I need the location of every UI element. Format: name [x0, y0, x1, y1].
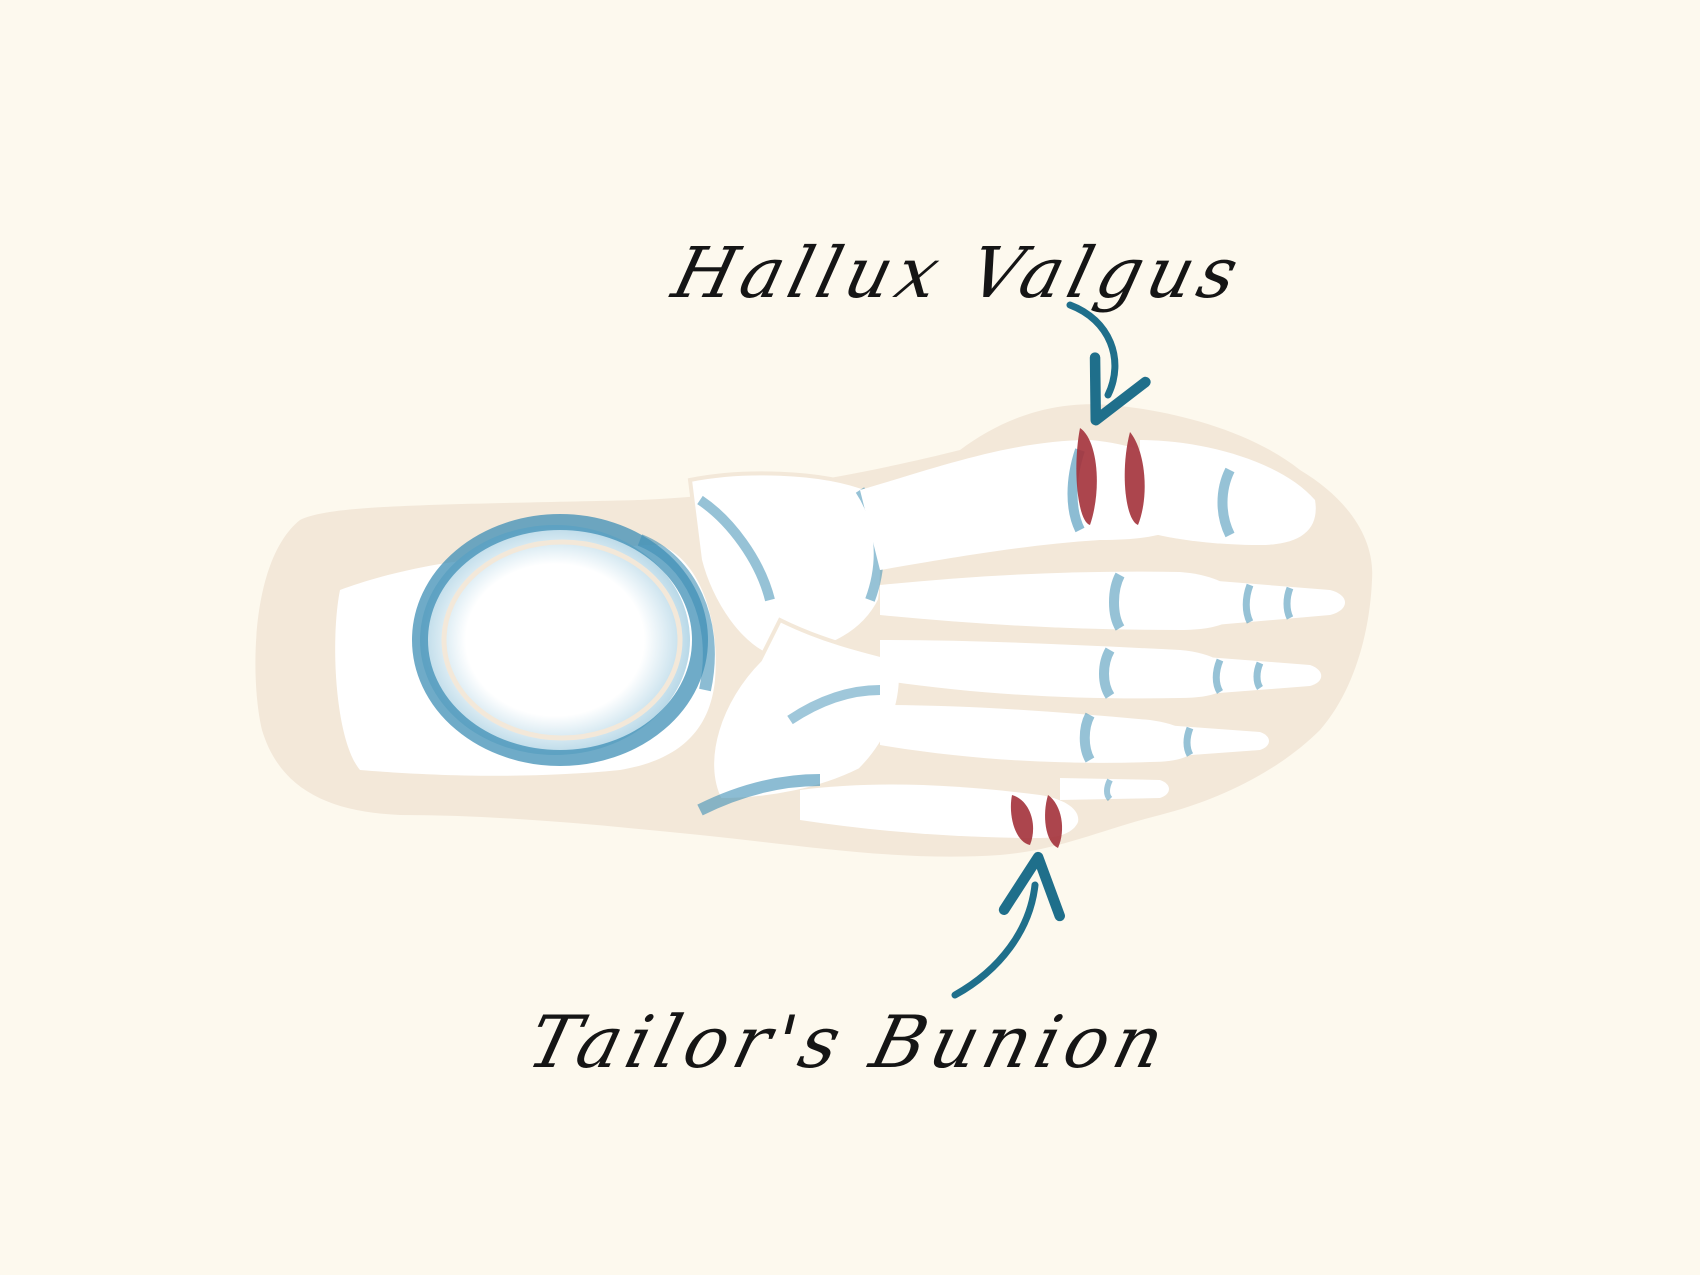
hallux-valgus-label: Hallux Valgus: [665, 232, 1252, 314]
metatarsal-2: [880, 571, 1345, 631]
hallux-valgus-arrow: [1066, 301, 1151, 426]
tailors-bunion-arrow: [951, 851, 1065, 999]
talus-bone: [412, 514, 715, 766]
metatarsal-3: [880, 640, 1322, 699]
metatarsal-5: [800, 778, 1169, 838]
hallux-toe: [1140, 440, 1316, 545]
metatarsal-4: [880, 705, 1269, 763]
hallux-valgus-highlight: [1076, 428, 1145, 525]
tailors-bunion-highlight: [1010, 795, 1063, 848]
tailors-bunion-label: Tailor's Bunion: [520, 1000, 1179, 1084]
